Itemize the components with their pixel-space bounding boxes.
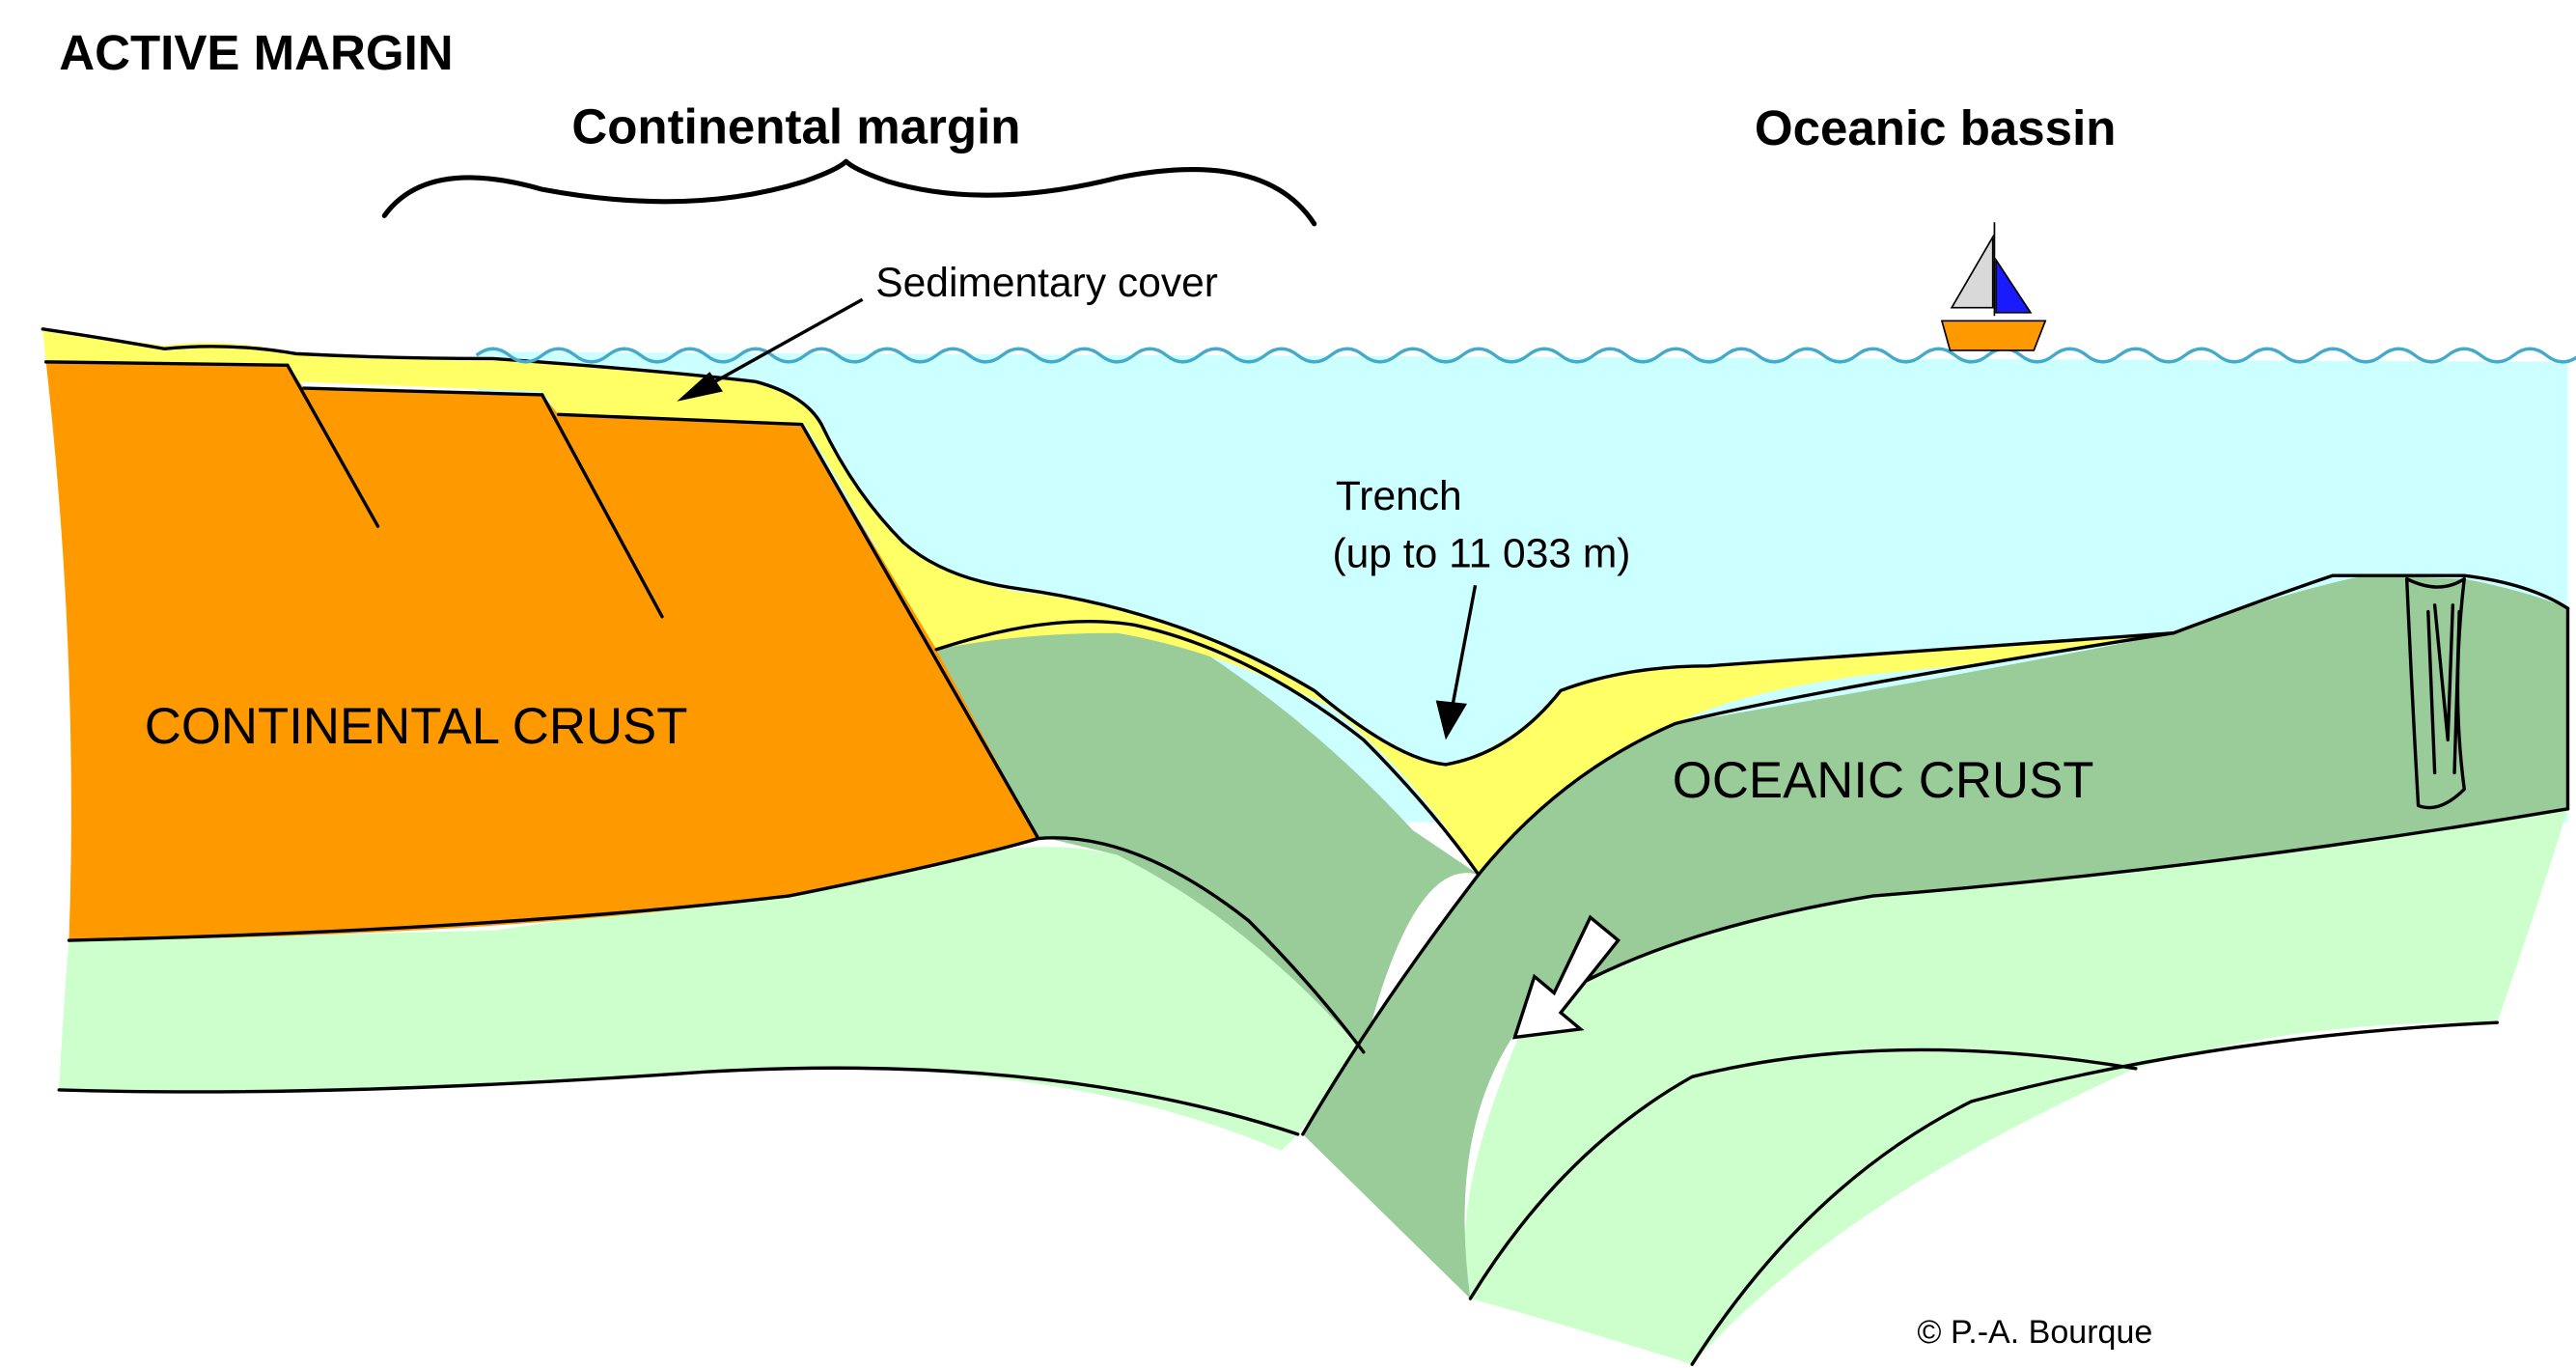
slab-base-outline: [1468, 1047, 2138, 1300]
lithosphere-base-oceanic: [1690, 1020, 2499, 1366]
moho-oceanic: [1526, 807, 2570, 1019]
label-trench: Trench: [1336, 473, 1462, 519]
lithospheric-mantle-continental: [59, 847, 1364, 1151]
region-label-oceanic-basin: Oceanic bassin: [1755, 100, 2117, 155]
label-oceanic-crust: OCEANIC CRUST: [1673, 752, 2094, 809]
copyright-notice: © P.-A. Bourque: [1917, 1314, 2152, 1351]
subduction-direction-arrow: [1511, 914, 1621, 1040]
lithospheric-mantle-oceanic: [1464, 808, 2568, 1365]
region-label-continental-margin: Continental margin: [571, 98, 1020, 154]
trench-sediment: [871, 543, 2174, 875]
sea-surface-waves: [475, 347, 2576, 364]
seafloor-outline: [41, 327, 2570, 767]
sedimentary-cover-layer: [42, 328, 1019, 650]
label-continental-crust: CONTINENTAL CRUST: [145, 698, 688, 755]
label-trench-depth: (up to 11 033 m): [1332, 531, 1630, 577]
oceanic-crust-top-outline: [1477, 631, 2175, 877]
ridge-dyke: [2404, 576, 2466, 810]
lithosphere-base-continental: [57, 1066, 1300, 1136]
trench-arrow: [1435, 585, 1478, 740]
crust-top-outline: [43, 360, 1040, 841]
label-sedimentary-cover: Sedimentary cover: [875, 260, 1218, 306]
normal-faults: [286, 363, 664, 619]
continental-crust-block: [45, 361, 1039, 941]
slab-front-outline: [1301, 873, 1481, 1136]
diagram-title: ACTIVE MARGIN: [59, 25, 453, 80]
subducting-oceanic-slab: [936, 575, 2568, 1299]
moho-continental: [67, 836, 1366, 1054]
sailboat-icon: [1940, 222, 2047, 351]
sheeted-dykes: [2426, 603, 2461, 775]
continental-margin-brace: [381, 158, 1317, 227]
slab-top-outline: [934, 620, 1481, 877]
